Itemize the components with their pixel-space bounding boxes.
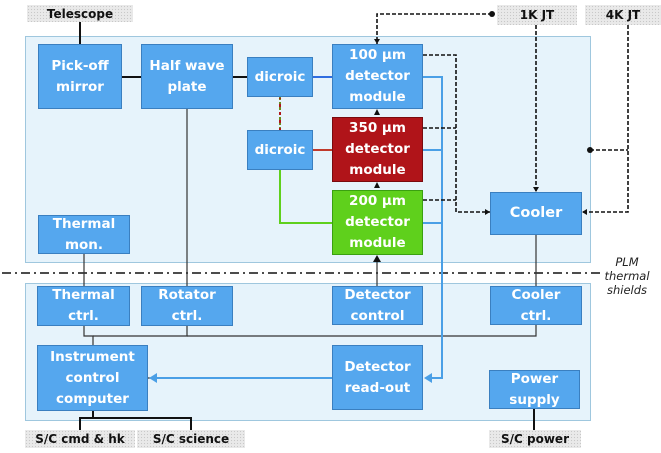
sc-science-interface: S/C science xyxy=(137,430,245,448)
readout-arrow xyxy=(424,373,432,383)
dicroic-200-path xyxy=(279,170,332,224)
jt-4k-interface: 4K JT xyxy=(585,5,661,25)
icc-sc-science-link xyxy=(93,417,192,430)
icc-sc-cmd-link xyxy=(79,411,94,430)
ctrl-bus xyxy=(83,326,94,345)
half-wave-plate: Half wave plate xyxy=(141,44,233,109)
cooler-control: Cooler ctrl. xyxy=(490,286,582,325)
icc-arrow xyxy=(149,373,157,383)
detector-200um: 200 µm detector module xyxy=(332,190,423,255)
dicroic-2: dicroic xyxy=(247,130,313,170)
detector-100um: 100 µm detector module xyxy=(332,44,423,109)
sc-power-interface: S/C power xyxy=(489,430,581,448)
plm-thermal-shields-label: PLM thermal shields xyxy=(604,255,650,297)
power-supply: Power supply xyxy=(489,370,580,409)
thermal-control: Thermal ctrl. xyxy=(37,286,130,326)
rotator-control: Rotator ctrl. xyxy=(141,286,233,326)
jt1k-100-line xyxy=(376,13,492,44)
thermal-monitor: Thermal mon. xyxy=(38,215,130,254)
cooler: Cooler xyxy=(490,192,582,235)
jt4k-cooler-line xyxy=(582,25,629,213)
sc-cmd-hk-interface: S/C cmd & hk xyxy=(25,430,135,448)
detector-readout: Detector read-out xyxy=(332,345,423,410)
ctrl-bus-3 xyxy=(187,325,537,337)
det100-cooler-line xyxy=(423,54,490,213)
pickoff-mirror: Pick-off mirror xyxy=(38,44,122,109)
dicroic-1: dicroic xyxy=(247,57,313,97)
detector-control: Detector control xyxy=(332,286,423,325)
detector-350um: 350 µm detector module xyxy=(332,117,423,182)
readout-signal-bus xyxy=(423,76,443,379)
telescope-interface: Telescope xyxy=(27,5,133,22)
instrument-control-computer: Instrument control computer xyxy=(37,345,148,411)
jt-1k-interface: 1K JT xyxy=(497,5,577,25)
ctrl-bus-2 xyxy=(93,326,188,337)
